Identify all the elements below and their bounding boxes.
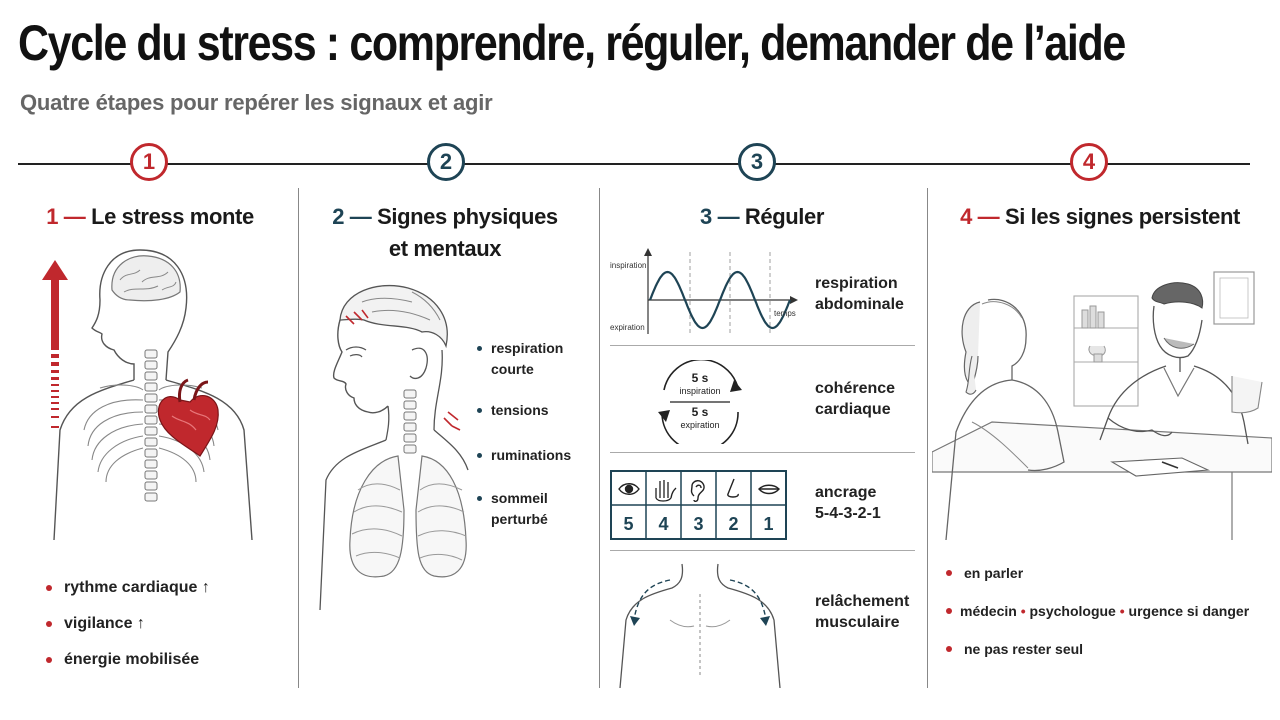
body-illustration <box>42 249 253 540</box>
hand-icon <box>655 480 677 502</box>
relax-arrow-icon <box>633 579 767 621</box>
step-3-circle: 3 <box>738 143 776 181</box>
column-divider <box>298 188 299 688</box>
svg-text:5 s: 5 s <box>692 405 709 419</box>
grounding-count: 4 <box>658 514 668 534</box>
list-item: ruminations <box>477 445 571 466</box>
step-4-heading: 4 — Si les signes persistent <box>960 204 1240 229</box>
eye-icon <box>618 483 640 495</box>
row-separator <box>610 345 915 346</box>
mouth-icon <box>758 484 780 495</box>
list-item: tensions <box>477 400 571 421</box>
list-item: médecin • psychologue • urgence si dange… <box>942 600 1249 622</box>
column-divider <box>599 188 600 688</box>
row-separator <box>610 550 915 551</box>
list-item: rythme cardiaque ↑ <box>42 570 210 606</box>
svg-text:inspiration: inspiration <box>679 386 720 396</box>
wave-bottom-label: expiration <box>610 323 645 332</box>
list-item: en parler <box>942 562 1249 584</box>
grounding-grid: 5 4 3 2 1 <box>610 470 787 540</box>
step-1-bullets: rythme cardiaque ↑ vigilance ↑ énergie m… <box>42 570 210 678</box>
row-separator <box>610 452 915 453</box>
svg-text:expiration: expiration <box>680 420 719 430</box>
head-profile-illustration <box>319 284 469 611</box>
grounding-count: 5 <box>623 514 633 534</box>
heart-icon <box>157 378 219 457</box>
step-3-heading: 3 — Réguler <box>700 204 824 229</box>
shoulders-back-illustration <box>619 563 781 688</box>
svg-text:5 s: 5 s <box>692 371 709 385</box>
step-1-circle: 1 <box>130 143 168 181</box>
grounding-count: 2 <box>728 514 738 534</box>
step-1-heading: 1 — Le stress monte <box>46 204 254 229</box>
ear-icon <box>690 480 705 502</box>
wave-x-label: temps <box>774 309 796 318</box>
timeline-line <box>18 163 1250 165</box>
list-item: énergie mobilisée <box>42 642 210 678</box>
step-2-heading: 2 — Signes physiques et mentaux <box>332 204 558 261</box>
wave-top-label: inspiration <box>610 261 646 270</box>
page-title: Cycle du stress : comprendre, réguler, d… <box>18 15 1126 71</box>
nose-icon <box>727 478 739 498</box>
up-arrow-icon <box>42 260 68 428</box>
step-4-circle: 4 <box>1070 143 1108 181</box>
step-4-bullets: en parler médecin • psychologue • urgenc… <box>942 562 1249 660</box>
breathing-wave-chart: inspiration expiration temps <box>610 248 798 334</box>
column-divider <box>927 188 928 688</box>
coherence-cycle-icon: 5 s inspiration 5 s expiration <box>658 360 742 444</box>
page-subtitle: Quatre étapes pour repérer les signaux e… <box>20 90 493 115</box>
grounding-count: 3 <box>693 514 703 534</box>
grounding-count: 1 <box>763 514 773 534</box>
step-2-circle: 2 <box>427 143 465 181</box>
tension-marks-icon <box>345 309 461 431</box>
list-item: vigilance ↑ <box>42 606 210 642</box>
list-item: ne pas rester seul <box>942 638 1249 660</box>
consultation-illustration <box>932 271 1272 541</box>
